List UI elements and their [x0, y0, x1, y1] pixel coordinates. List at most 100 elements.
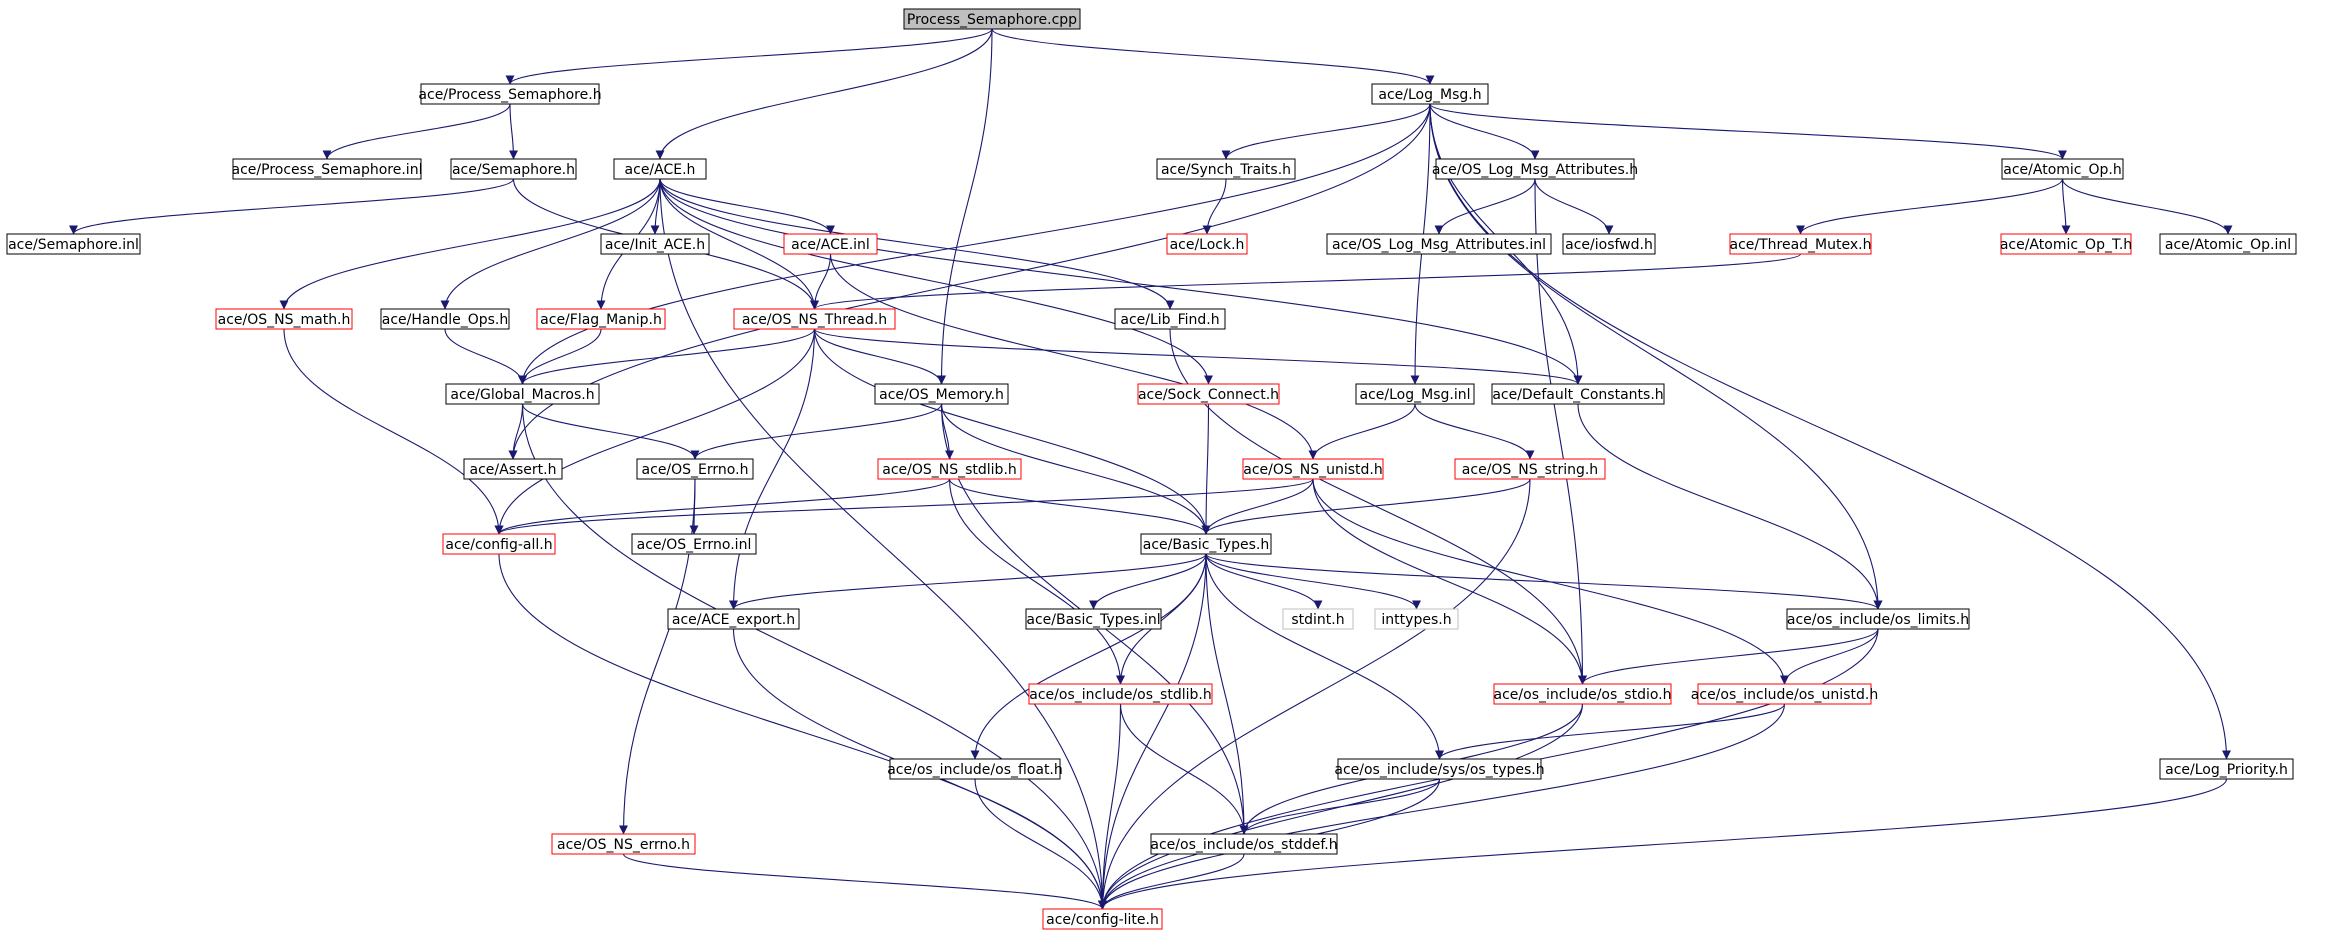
node-initace[interactable]: ace/Init_ACE.h [600, 233, 710, 255]
node-osnsunistd[interactable]: ace/OS_NS_unistd.h [1242, 458, 1384, 480]
node-atomic_t[interactable]: ace/Atomic_Op_T.h [2000, 233, 2132, 255]
edge-osnsthread-to-globalmacros [518, 328, 816, 385]
node-ps_inl[interactable]: ace/Process_Semaphore.inl [232, 158, 423, 180]
node-osstdlib[interactable]: ace/os_include/os_stdlib.h [1028, 683, 1213, 705]
node-handleops[interactable]: ace/Handle_Ops.h [380, 308, 510, 330]
node-threadmutex[interactable]: ace/Thread_Mutex.h [1729, 233, 1872, 255]
node-box-basictypes_h [1140, 533, 1272, 555]
node-box-osnsstring [1454, 458, 1606, 480]
edge-osnsunistd-to-configall [494, 478, 1314, 535]
edge-handleops-to-globalmacros [444, 328, 527, 385]
node-libfind[interactable]: ace/Lib_Find.h [1114, 308, 1226, 330]
node-ps_h[interactable]: ace/Process_Semaphore.h [418, 83, 602, 105]
node-stdint[interactable]: stdint.h [1282, 608, 1354, 630]
node-logmsg_h[interactable]: ace/Log_Msg.h [1371, 83, 1489, 105]
node-root[interactable]: Process_Semaphore.cpp [903, 8, 1081, 30]
node-box-ps_h [420, 83, 600, 105]
node-label-ps_inl: ace/Process_Semaphore.inl [232, 162, 423, 178]
node-box-oserrno_inl [631, 533, 757, 555]
node-box-osnserrno [551, 833, 696, 855]
edge-logmsg_h-to-globalmacros [518, 103, 1431, 385]
node-box-osfloat [889, 758, 1061, 780]
edge-ostypes-to-osstddef [1239, 778, 1441, 835]
edge-atomic_h-to-threadmutex [1796, 178, 2064, 235]
node-oserrno_h[interactable]: ace/OS_Errno.h [636, 458, 754, 480]
node-osnsstdlib[interactable]: ace/OS_NS_stdlib.h [877, 458, 1022, 480]
edge-logmsg_h-to-atomic_h [1429, 103, 2067, 160]
node-sem_inl[interactable]: ace/Semaphore.inl [6, 233, 141, 255]
node-oslogattr_inl[interactable]: ace/OS_Log_Msg_Attributes.inl [1326, 233, 1552, 255]
node-ace_h[interactable]: ace/ACE.h [613, 158, 707, 180]
node-inttypes[interactable]: inttypes.h [1374, 608, 1459, 630]
edge-ace_inl-to-osnsunistd [829, 253, 1318, 460]
node-osnsstring[interactable]: ace/OS_NS_string.h [1454, 458, 1606, 480]
edge-osnsthread-to-configall [494, 328, 816, 535]
node-box-synch_traits [1156, 158, 1296, 180]
node-defconst[interactable]: ace/Default_Constants.h [1491, 383, 1665, 405]
edge-osnsstdlib-to-osstdlib [948, 478, 1125, 685]
edge-basictypes_h-to-osstddef [1205, 553, 1249, 835]
node-osunistd[interactable]: ace/os_include/os_unistd.h [1691, 683, 1878, 705]
node-oslogattr_h[interactable]: ace/OS_Log_Msg_Attributes.h [1432, 158, 1638, 180]
node-sockconnect[interactable]: ace/Sock_Connect.h [1137, 383, 1280, 405]
node-label-ace_inl: ace/ACE.inl [791, 237, 870, 253]
edge-osnsthread-to-defconst [813, 328, 1583, 385]
node-osnsmath[interactable]: ace/OS_NS_math.h [215, 308, 353, 330]
node-box-atomic_h [2001, 158, 2124, 180]
node-label-oserrno_inl: ace/OS_Errno.inl [637, 537, 752, 553]
node-ace_inl[interactable]: ace/ACE.inl [783, 233, 878, 255]
edge-osnserrno-to-configlite [622, 853, 1107, 910]
node-osmemory[interactable]: ace/OS_Memory.h [874, 383, 1009, 405]
node-osstdio[interactable]: ace/os_include/os_stdio.h [1493, 683, 1672, 705]
node-lock_h[interactable]: ace/Lock.h [1166, 233, 1248, 255]
node-aceexport[interactable]: ace/ACE_export.h [667, 608, 800, 630]
node-label-oserrno_h: ace/OS_Errno.h [642, 462, 749, 478]
node-label-defconst: ace/Default_Constants.h [1492, 387, 1663, 403]
node-box-ostypes [1337, 758, 1542, 780]
node-sem_h[interactable]: ace/Semaphore.h [450, 158, 577, 180]
node-box-ace_h [613, 158, 707, 180]
node-label-lock_h: ace/Lock.h [1170, 237, 1245, 253]
node-osnsthread[interactable]: ace/OS_NS_Thread.h [733, 308, 896, 330]
node-box-assert_h [463, 458, 563, 480]
node-atomic_h[interactable]: ace/Atomic_Op.h [2001, 158, 2124, 180]
node-box-oslogattr_h [1435, 158, 1635, 180]
edge-ace_h-to-ace_inl [659, 178, 835, 235]
edge-basictypes_h-to-stdint [1205, 553, 1323, 610]
node-configlite[interactable]: ace/config-lite.h [1042, 908, 1163, 930]
node-label-osnsthread: ace/OS_NS_Thread.h [742, 312, 887, 328]
node-iosfwd[interactable]: ace/iosfwd.h [1562, 233, 1656, 255]
node-ostypes[interactable]: ace/os_include/sys/os_types.h [1334, 758, 1545, 780]
node-osnserrno[interactable]: ace/OS_NS_errno.h [551, 833, 696, 855]
node-label-osstdlib: ace/os_include/os_stdlib.h [1029, 687, 1211, 703]
node-flagmanip[interactable]: ace/Flag_Manip.h [536, 308, 666, 330]
node-basictypes_h[interactable]: ace/Basic_Types.h [1140, 533, 1272, 555]
node-basictypes_inl[interactable]: ace/Basic_Types.inl [1025, 608, 1162, 630]
node-box-osnsthread [733, 308, 896, 330]
node-oslimits[interactable]: ace/os_include/os_limits.h [1786, 608, 1970, 630]
node-atomic_inl[interactable]: ace/Atomic_Op.inl [2159, 233, 2297, 255]
node-logpriority[interactable]: ace/Log_Priority.h [2159, 758, 2294, 780]
node-label-aceexport: ace/ACE_export.h [672, 612, 795, 628]
node-label-iosfwd: ace/iosfwd.h [1565, 237, 1653, 253]
edge-ace_inl-to-osnsthread [810, 253, 832, 310]
edge-oslimits-to-osunistd [1780, 628, 1879, 685]
node-label-atomic_t: ace/Atomic_Op_T.h [2000, 237, 2132, 253]
node-logmsg_inl[interactable]: ace/Log_Msg.inl [1355, 383, 1475, 405]
edge-ps_h-to-sem_h [508, 103, 518, 160]
edge-osstddef-to-configlite [1098, 853, 1245, 910]
node-osstddef[interactable]: ace/os_include/os_stddef.h [1150, 833, 1338, 855]
node-label-threadmutex: ace/Thread_Mutex.h [1730, 237, 1872, 253]
edge-synch_traits-to-lock_h [1202, 178, 1227, 235]
node-assert_h[interactable]: ace/Assert.h [463, 458, 563, 480]
node-synch_traits[interactable]: ace/Synch_Traits.h [1156, 158, 1296, 180]
node-label-osstdio: ace/os_include/os_stdio.h [1494, 687, 1672, 703]
node-globalmacros[interactable]: ace/Global_Macros.h [445, 383, 600, 405]
node-box-aceexport [667, 608, 800, 630]
node-osfloat[interactable]: ace/os_include/os_float.h [887, 758, 1063, 780]
node-oserrno_inl[interactable]: ace/OS_Errno.inl [631, 533, 757, 555]
edge-osunistd-to-configlite [1098, 703, 1786, 910]
node-box-initace [600, 233, 710, 255]
node-configall[interactable]: ace/config-all.h [442, 533, 556, 555]
